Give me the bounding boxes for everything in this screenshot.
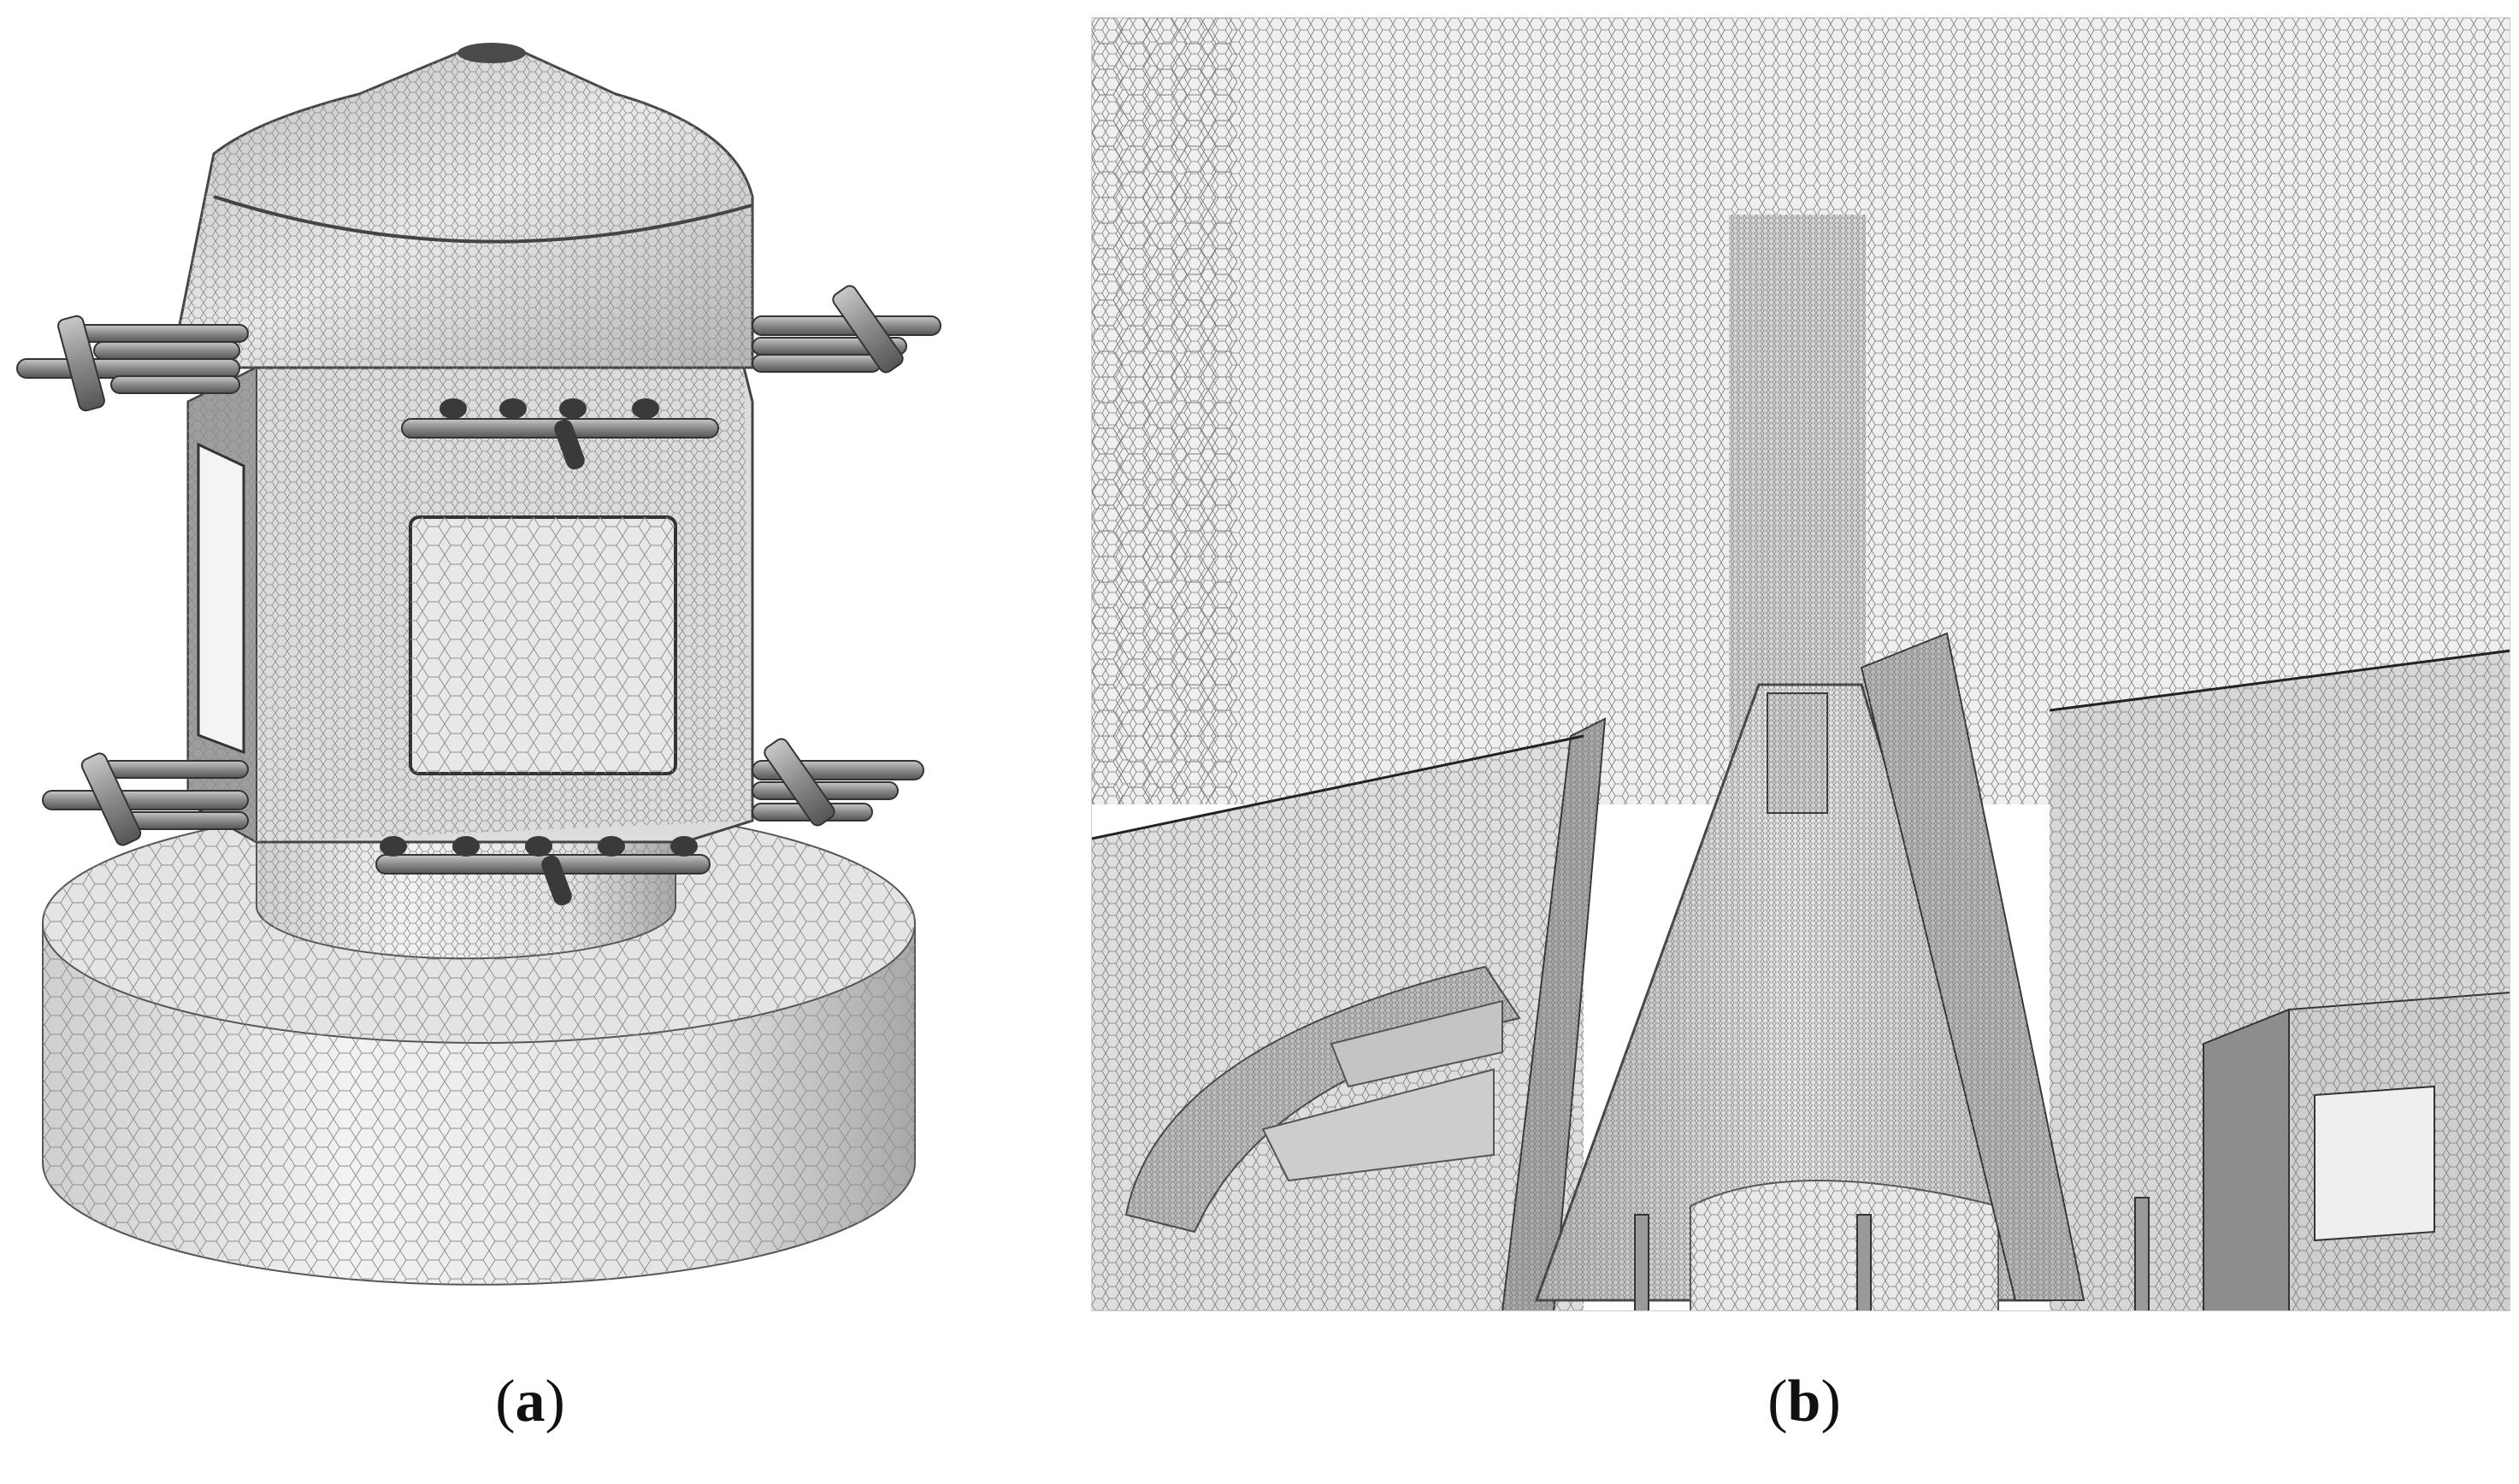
caption-b: (b) [1676,1368,1932,1436]
dome-top [169,43,754,369]
caption-a: (a) [402,1368,658,1436]
section-mesh-illustration [1092,18,2510,1310]
caption-letter: b [1787,1369,1821,1434]
panel-a-mesh-model [0,0,1060,1351]
support-rods [1634,1197,2150,1310]
caption-paren-close: ) [545,1369,565,1434]
furnace-body [186,366,754,844]
caption-letter: a [515,1369,546,1434]
front-nozzles [380,398,698,906]
furnace-mesh-illustration [16,43,941,1286]
right-block [2203,1008,2290,1310]
caption-paren-open: ( [1767,1369,1788,1434]
panel-b-mesh-section [1091,17,2510,1311]
caption-paren-close: ) [1820,1369,1841,1434]
top-vent [457,43,526,63]
swirl-vane [1261,1068,1495,1182]
caption-paren-open: ( [495,1369,516,1434]
swirl-vane [1330,999,1503,1088]
